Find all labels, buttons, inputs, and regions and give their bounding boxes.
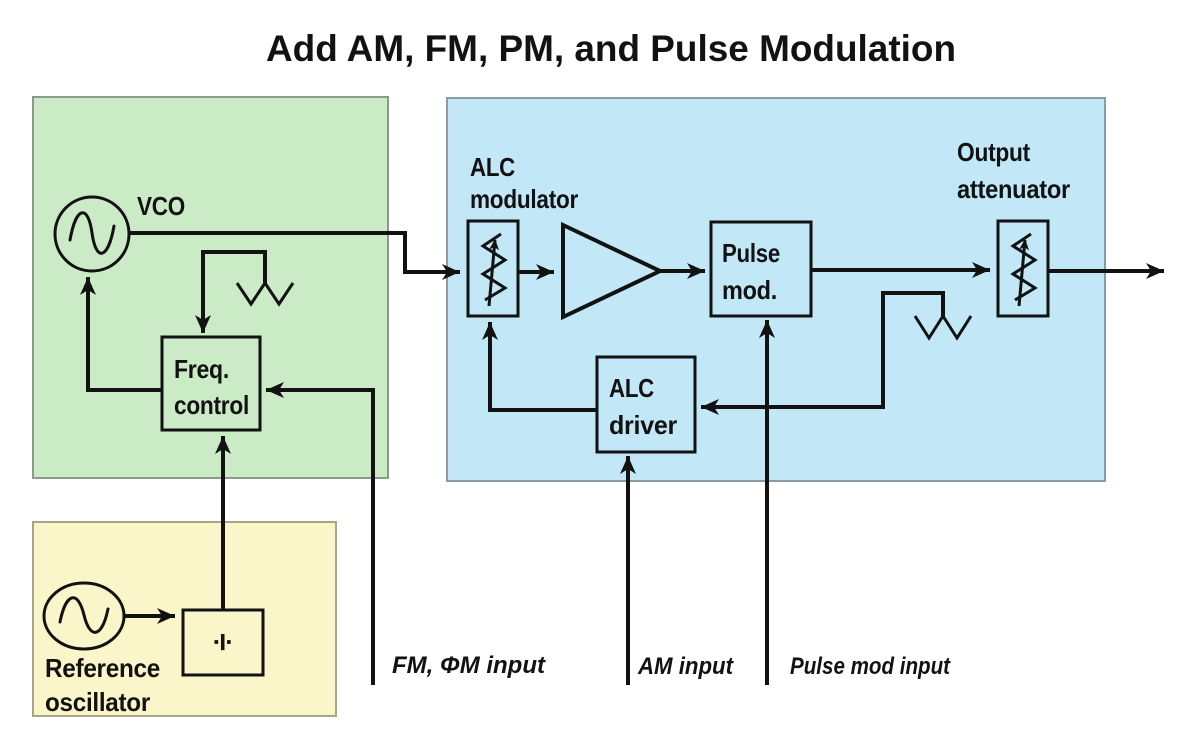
freq-control-label-line2: control [174,390,249,420]
pulse-mod-label-line1: Pulse [722,238,780,268]
sine-wave-icon [58,596,110,634]
fm-pm-input-label: FM, ΦM input [392,652,546,679]
am-input-label: AM input [637,653,734,680]
alc-driver-label-line2: driver [609,410,677,440]
reference-oscillator-label-line2: oscillator [45,687,150,717]
alc-driver-label-line1: ALC [609,373,654,403]
rf-output-section [446,97,1106,482]
pulse-mod-label-line2: mod. [722,275,777,305]
alc-modulator-block: ALC modulator [466,152,578,318]
output-attenuator-label-line1: Output [957,137,1031,167]
diagram-title: Add AM, FM, PM, and Pulse Modulation [266,28,956,69]
alc-modulator-label-line1: ALC [470,152,515,182]
alc-modulator-label-line2: modulator [470,184,578,214]
freq-control-to-vco-path [80,277,162,392]
output-coupler-path [701,291,945,415]
divider-box [181,608,265,677]
freq-control-label-line1: Freq. [174,354,229,384]
output-attenuator-block: Output attenuator [957,137,1070,318]
pulse-mod-box [709,220,813,318]
alc-driver-block: ALC driver [595,355,697,454]
vco-block: VCO [53,191,185,273]
vco-output-path [128,231,460,280]
fm-pm-input-path [266,382,375,685]
frequency-divider-block: ÷ [181,608,265,677]
alc-driver-to-modulator-path [482,322,597,412]
divider-icon: ÷ [205,633,241,651]
amplifier-icon [561,221,665,321]
freq-control-box [160,335,262,432]
sine-wave-icon [68,211,116,255]
pulse-input-label: Pulse mod input [790,653,951,680]
output-attenuator-label-line2: attenuator [957,174,1070,204]
resistor-icon [235,280,295,307]
vco-label: VCO [137,191,185,221]
output-attenuator-box [996,219,1050,318]
alc-driver-box [595,355,697,454]
vco-coupler-path [195,250,267,333]
freq-control-block: Freq. control [160,335,262,432]
reference-oscillator-block: Reference oscillator [42,581,160,717]
pulse-modulator-block: Pulse mod. [709,220,813,318]
alc-modulator-box [466,219,520,318]
vco-oscillator-icon [53,195,131,273]
resistor-icon [913,313,973,341]
reference-oscillator-icon [42,581,126,651]
reference-oscillator-label-line1: Reference [45,653,160,683]
